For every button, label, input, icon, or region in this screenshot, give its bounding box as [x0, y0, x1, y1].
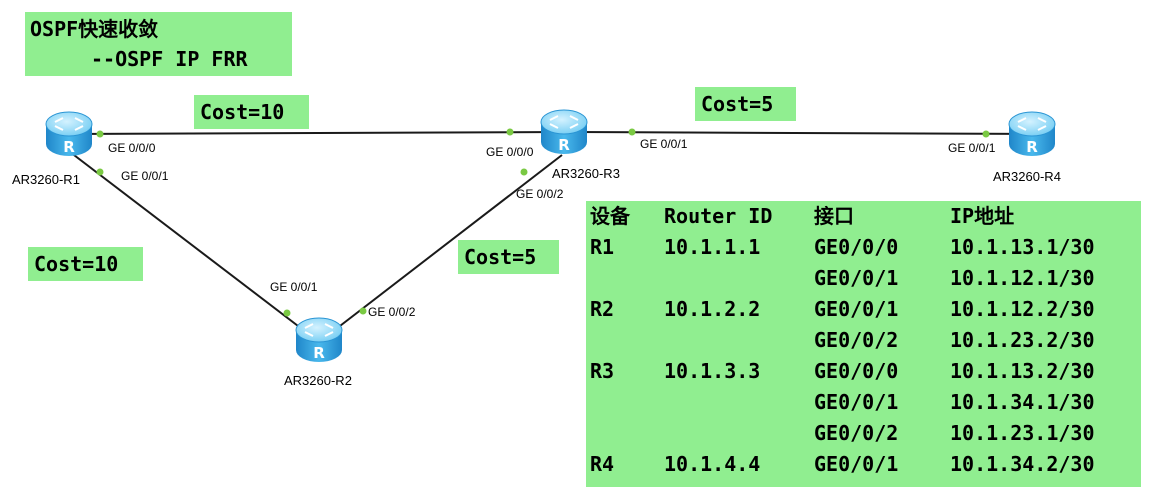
cell-router-id: 10.1.3.3: [664, 359, 761, 383]
cell-device: [590, 418, 664, 449]
table-header-row: 设备 Router ID 接口 IP地址: [590, 201, 1140, 232]
cell-ip-address: 10.1.34.1/30: [950, 390, 1095, 414]
cost-label-r2-r3: Cost=5: [458, 240, 559, 274]
router-label-r1: AR3260-R1: [12, 172, 80, 187]
cell-interface: GE0/0/1: [814, 452, 899, 476]
table-row: GE0/0/2 10.1.23.1/30: [590, 418, 1140, 449]
header-ip-address: IP地址: [950, 204, 1015, 228]
port-dot: [96, 130, 104, 138]
table-row: R4 10.1.4.4 GE0/0/1 10.1.34.2/30: [590, 449, 1140, 480]
router-label-r2: AR3260-R2: [284, 373, 352, 388]
router-label-r3: AR3260-R3: [552, 166, 620, 181]
port-dot: [982, 130, 990, 138]
svg-text:R: R: [313, 344, 325, 362]
header-device: 设备: [590, 204, 630, 228]
router-label-r4: AR3260-R4: [993, 169, 1061, 184]
cell-router-id: [664, 418, 814, 449]
port-label-r1-ge000: GE 0/0/0: [108, 141, 156, 155]
cell-interface: GE0/0/1: [814, 266, 899, 290]
cell-ip-address: 10.1.12.1/30: [950, 266, 1095, 290]
header-interface: 接口: [814, 204, 854, 228]
router-r1[interactable]: R: [45, 111, 93, 156]
cell-router-id: [664, 263, 814, 294]
cell-device: R3: [590, 359, 615, 383]
port-label-r1-ge001: GE 0/0/1: [121, 169, 169, 183]
address-table: 设备 Router ID 接口 IP地址 R1 10.1.1.1 GE0/0/0…: [590, 201, 1140, 480]
header-router-id: Router ID: [664, 204, 773, 228]
cell-router-id: 10.1.1.1: [664, 235, 761, 259]
router-r3[interactable]: R: [540, 109, 588, 154]
port-label-r4-ge001: GE 0/0/1: [948, 141, 996, 155]
port-label-r3-ge001: GE 0/0/1: [640, 137, 688, 151]
cell-router-id: [664, 387, 814, 418]
cell-device: [590, 263, 664, 294]
router-r2[interactable]: R: [295, 317, 343, 362]
table-row: R3 10.1.3.3 GE0/0/0 10.1.13.2/30: [590, 356, 1140, 387]
cell-device: [590, 325, 664, 356]
diagram-subtitle: --OSPF IP FRR: [91, 47, 248, 71]
port-dot: [359, 307, 367, 315]
address-table-box: 设备 Router ID 接口 IP地址 R1 10.1.1.1 GE0/0/0…: [586, 201, 1141, 487]
port-dot: [96, 168, 104, 176]
cell-interface: GE0/0/1: [814, 297, 899, 321]
cell-ip-address: 10.1.13.1/30: [950, 235, 1095, 259]
link-r1-r2: [69, 151, 303, 330]
link-r2-r3: [335, 154, 563, 330]
port-label-r3-ge000: GE 0/0/0: [486, 145, 534, 159]
table-row: GE0/0/2 10.1.23.2/30: [590, 325, 1140, 356]
cell-interface: GE0/0/0: [814, 235, 899, 259]
cell-device: [590, 387, 664, 418]
router-icon: R: [1008, 111, 1056, 156]
cell-device: R2: [590, 297, 615, 321]
svg-text:R: R: [1026, 138, 1038, 156]
cell-device: R1: [590, 235, 615, 259]
port-label-r2-ge001: GE 0/0/1: [270, 280, 318, 294]
table-row: GE0/0/1 10.1.12.1/30: [590, 263, 1140, 294]
cost-label-r1-r3: Cost=10: [194, 95, 309, 129]
cell-ip-address: 10.1.23.2/30: [950, 328, 1095, 352]
router-icon: R: [45, 111, 93, 156]
link-r1-r3: [69, 131, 572, 135]
port-dot: [520, 168, 528, 176]
cell-interface: GE0/0/2: [814, 421, 899, 445]
table-row: GE0/0/1 10.1.34.1/30: [590, 387, 1140, 418]
cell-interface: GE0/0/1: [814, 390, 899, 414]
cost-label-r1-r2: Cost=10: [28, 247, 143, 281]
svg-text:R: R: [63, 138, 75, 156]
port-dot: [283, 309, 291, 317]
router-icon: R: [295, 317, 343, 362]
port-dot: [506, 128, 514, 136]
cell-router-id: 10.1.4.4: [664, 452, 761, 476]
cell-interface: GE0/0/0: [814, 359, 899, 383]
svg-text:R: R: [558, 136, 570, 154]
cell-ip-address: 10.1.34.2/30: [950, 452, 1095, 476]
title-box: OSPF快速收敛 --OSPF IP FRR: [25, 12, 292, 76]
cell-router-id: 10.1.2.2: [664, 297, 761, 321]
link-r3-r4: [570, 131, 1033, 135]
router-r4[interactable]: R: [1008, 111, 1056, 156]
cell-ip-address: 10.1.23.1/30: [950, 421, 1095, 445]
port-dot: [628, 128, 636, 136]
port-label-r3-ge002: GE 0/0/2: [516, 187, 564, 201]
diagram-title: OSPF快速收敛: [30, 17, 159, 41]
cost-label-r3-r4: Cost=5: [695, 87, 796, 121]
cell-ip-address: 10.1.13.2/30: [950, 359, 1095, 383]
table-row: R2 10.1.2.2 GE0/0/1 10.1.12.2/30: [590, 294, 1140, 325]
table-row: R1 10.1.1.1 GE0/0/0 10.1.13.1/30: [590, 232, 1140, 263]
cell-device: R4: [590, 452, 615, 476]
cell-interface: GE0/0/2: [814, 328, 899, 352]
port-label-r2-ge002: GE 0/0/2: [368, 305, 416, 319]
cell-router-id: [664, 325, 814, 356]
cell-ip-address: 10.1.12.2/30: [950, 297, 1095, 321]
router-icon: R: [540, 109, 588, 154]
